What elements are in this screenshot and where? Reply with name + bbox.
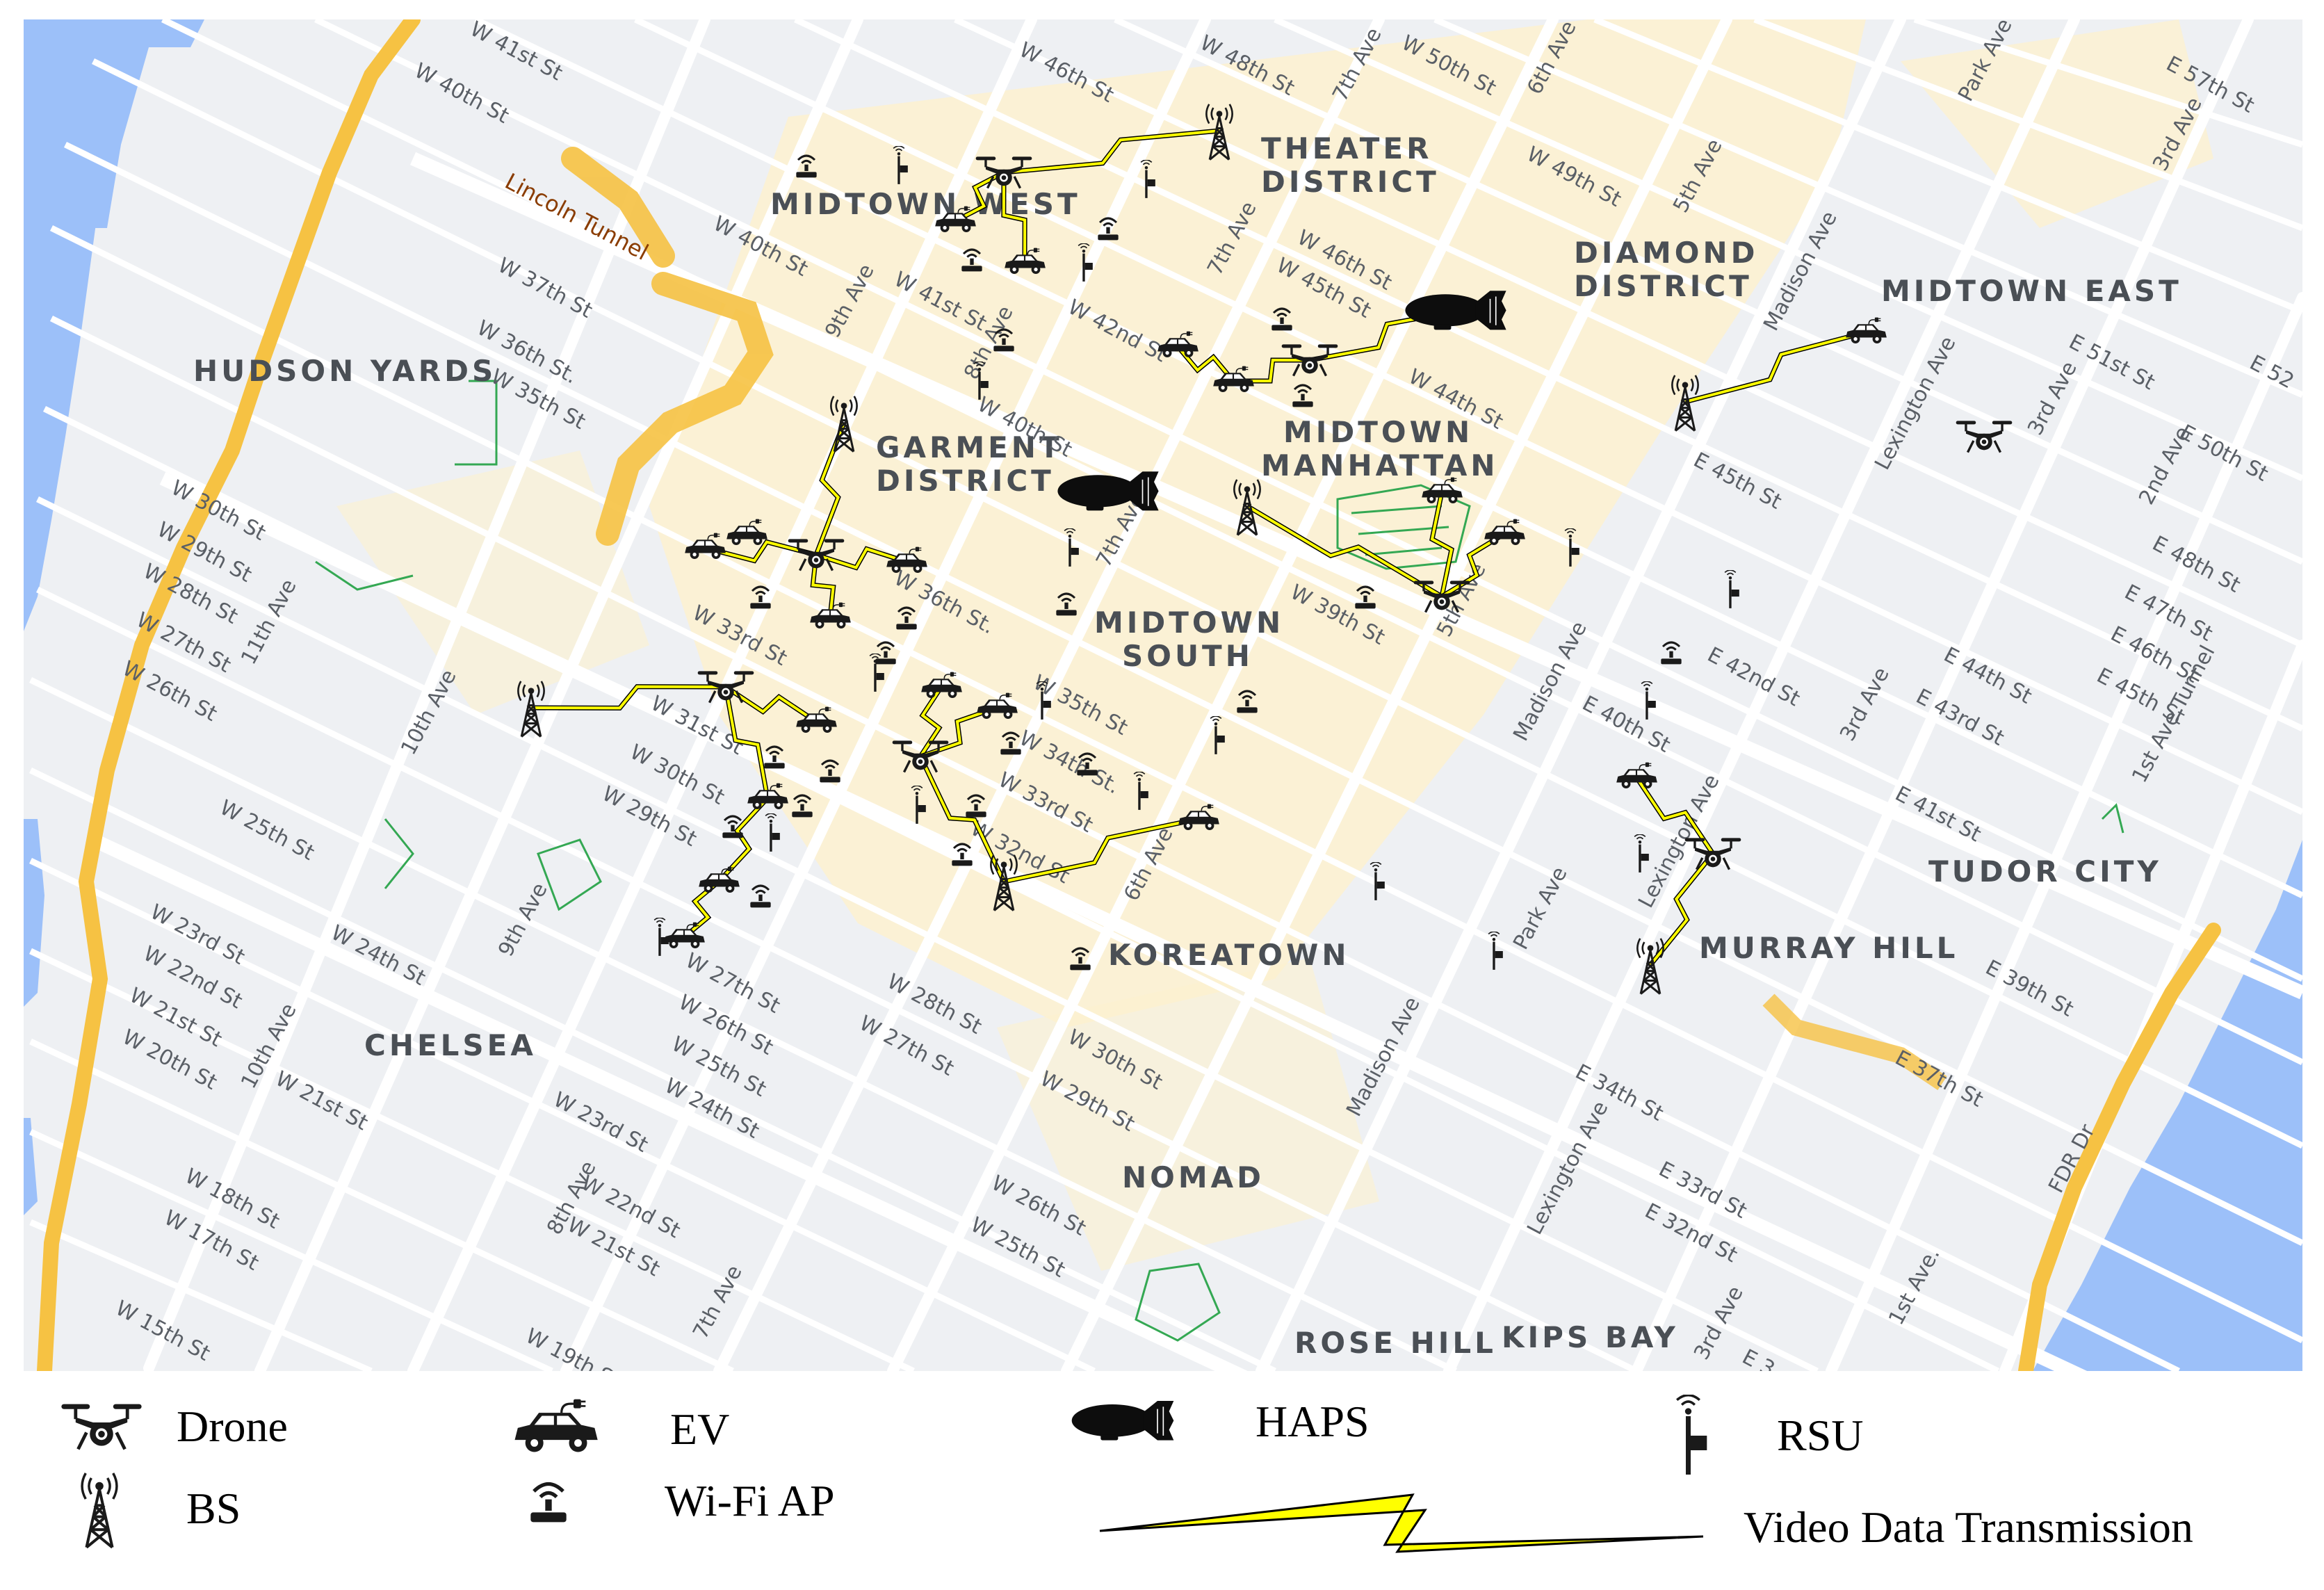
transmission-link bbox=[811, 554, 835, 618]
transmission-link bbox=[1649, 852, 1714, 966]
fdr-drive bbox=[2018, 923, 2221, 1379]
legend-ev: EV bbox=[510, 1399, 729, 1460]
transmission-link bbox=[704, 540, 817, 562]
area-label-kips-bay: KIPS BAY bbox=[1502, 1320, 1679, 1354]
area-label-rose-hill: ROSE HILL bbox=[1294, 1326, 1497, 1360]
transmission-link bbox=[815, 422, 845, 555]
area-label-midtown-west: MIDTOWN WEST bbox=[770, 187, 1081, 221]
transmission-link bbox=[1635, 776, 1714, 855]
streets bbox=[29, 16, 2304, 1374]
area-label-midtown-south: MIDTOWN bbox=[1094, 606, 1284, 640]
transmission-link bbox=[1003, 129, 1220, 174]
area-label-midtown-manhattan-2: MANHATTAN bbox=[1261, 448, 1499, 482]
transmission-link bbox=[530, 685, 726, 710]
legend-drone: Drone bbox=[60, 1397, 288, 1456]
legend-haps: HAPS bbox=[1071, 1396, 1370, 1447]
transmission-link bbox=[1003, 818, 1199, 883]
map-panel: MIDTOWN WEST THEATER DISTRICT DIAMOND DI… bbox=[24, 12, 2308, 1590]
area-label-koreatown: KOREATOWN bbox=[1108, 938, 1349, 972]
legend-bs: BS bbox=[75, 1468, 241, 1549]
area-label-nomad: NOMAD bbox=[1122, 1160, 1265, 1194]
legend-link: Video Data Transmission bbox=[1098, 1489, 2193, 1566]
legend-ev-label: EV bbox=[670, 1404, 730, 1454]
area-label-theater-district-2: DISTRICT bbox=[1261, 165, 1440, 199]
drone-icon bbox=[60, 1397, 143, 1456]
transmission-link bbox=[1002, 172, 1027, 263]
transmission-link bbox=[954, 171, 1005, 222]
area-label-midtown-manhattan: MIDTOWN bbox=[1283, 415, 1473, 449]
electric-car-icon bbox=[513, 1399, 599, 1454]
area-label-midtown-south-2: SOUTH bbox=[1122, 639, 1253, 673]
area-label-diamond-district-2: DISTRICT bbox=[1574, 269, 1753, 303]
area-label-murray-hill: MURRAY HILL bbox=[1699, 931, 1958, 965]
area-label-garment-district: GARMENT bbox=[876, 430, 1063, 464]
wifi-router-icon bbox=[524, 1477, 573, 1525]
east-river bbox=[2033, 840, 2302, 1371]
legend-bs-label: BS bbox=[186, 1484, 241, 1533]
legend-rsu-label: RSU bbox=[1777, 1411, 1864, 1460]
transmission-link bbox=[815, 547, 907, 569]
transmission-link bbox=[1176, 345, 1235, 382]
transmission-link bbox=[1684, 331, 1867, 403]
legend-rsu: RSU bbox=[1671, 1395, 1864, 1477]
legend: Drone BS EV Wi-Fi AP HAPS RSU Video Data… bbox=[0, 1371, 2324, 1590]
area-label-theater-district: THEATER bbox=[1261, 131, 1432, 165]
map-canvas: MIDTOWN WEST THEATER DISTRICT DIAMOND DI… bbox=[24, 12, 2308, 1590]
legend-wifi: Wi-Fi AP bbox=[524, 1475, 835, 1527]
area-labels: MIDTOWN WEST THEATER DISTRICT DIAMOND DI… bbox=[193, 131, 2182, 1360]
lincoln-tunnel-approach bbox=[561, 147, 774, 546]
transmission-link bbox=[1430, 492, 1454, 597]
transmission-link bbox=[919, 756, 1005, 882]
west-side-highway bbox=[37, 12, 421, 1379]
area-label-chelsea: CHELSEA bbox=[364, 1028, 537, 1062]
legend-link-label: Video Data Transmission bbox=[1744, 1502, 2193, 1552]
area-label-hudson-yards: HUDSON YARDS bbox=[193, 354, 496, 388]
airship-icon bbox=[1071, 1400, 1175, 1441]
avenues bbox=[143, 14, 2308, 1377]
transmission-link bbox=[724, 686, 769, 799]
lightning-link-icon bbox=[1099, 1493, 1704, 1553]
transmission-link bbox=[920, 706, 998, 758]
area-label-midtown-east: MIDTOWN EAST bbox=[1881, 274, 2182, 308]
legend-haps-label: HAPS bbox=[1256, 1397, 1370, 1446]
area-label-tudor-city: TUDOR CITY bbox=[1928, 854, 2162, 889]
legend-drone-label: Drone bbox=[177, 1402, 288, 1451]
roadside-unit-icon bbox=[1675, 1395, 1709, 1476]
transmission-link bbox=[717, 797, 769, 883]
transmission-link bbox=[724, 686, 818, 723]
legend-wifi-label: Wi-Fi AP bbox=[665, 1476, 835, 1525]
area-label-garment-district-2: DISTRICT bbox=[876, 464, 1055, 498]
cell-tower-icon bbox=[75, 1468, 124, 1549]
area-label-diamond-district: DIAMOND bbox=[1574, 236, 1759, 270]
green-lines bbox=[315, 380, 2124, 1342]
transmission-link bbox=[1246, 505, 1443, 598]
